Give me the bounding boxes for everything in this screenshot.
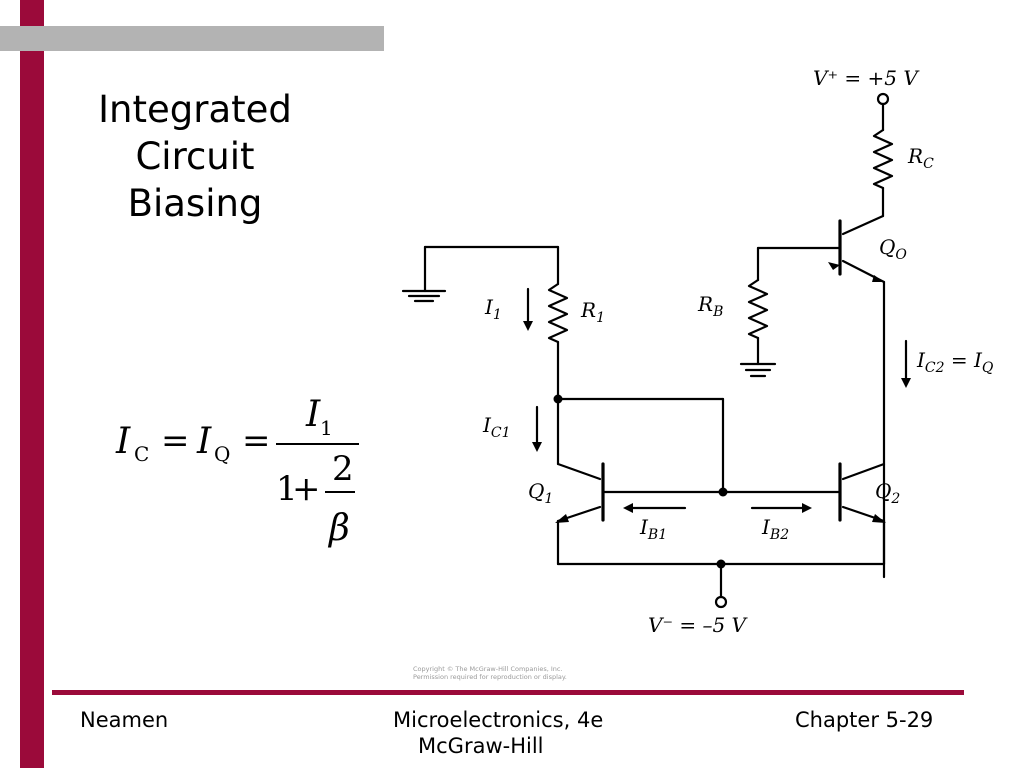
footer-chapter: Chapter 5-29 xyxy=(795,708,934,732)
rb-label: RB xyxy=(697,292,723,320)
qo-emitter-arrowhead xyxy=(828,262,840,270)
formula-i1-sub: 1 xyxy=(320,416,333,440)
ic1-arrowhead xyxy=(532,442,542,452)
rc-resistor xyxy=(872,128,894,190)
footer-book-title: Microelectronics, 4e xyxy=(393,708,604,732)
rc-label: RC xyxy=(907,144,934,172)
copyright-notice: Copyright © The McGraw-Hill Companies, I… xyxy=(413,665,673,681)
q2-collector xyxy=(841,462,886,481)
r1-label: R1 xyxy=(580,298,605,326)
r1-resistor xyxy=(547,282,569,344)
formula-equals-2: = xyxy=(242,421,271,461)
ib1-arrowhead xyxy=(623,503,633,513)
rb-resistor xyxy=(747,278,769,340)
vminus-label: V⁻ = –5 V xyxy=(648,613,749,637)
formula-iq-sub: Q xyxy=(214,442,230,466)
copyright-line-1: Copyright © The McGraw-Hill Companies, I… xyxy=(413,665,563,673)
ib2-arrowhead xyxy=(802,503,812,513)
formula-beta: β xyxy=(327,508,350,549)
formula-iq-symbol: I xyxy=(196,421,212,462)
q2-label: Q2 xyxy=(875,479,900,507)
footer-book: Microelectronics, 4e McGraw-Hill xyxy=(393,707,643,759)
title-line-3: Biasing xyxy=(127,182,263,225)
i1-arrowhead xyxy=(523,321,533,331)
top-gray-bar xyxy=(0,26,384,51)
i1-label: I1 xyxy=(484,295,502,323)
ic2-arrowhead xyxy=(901,378,911,388)
footer-author: Neamen xyxy=(80,708,169,732)
title-line-2: Circuit xyxy=(135,135,255,178)
footer-publisher: McGraw-Hill xyxy=(418,734,544,758)
ib2-label: IB2 xyxy=(761,515,789,543)
q1-emitter-arrow xyxy=(555,514,569,523)
q1-collector xyxy=(556,462,602,481)
q1-label: Q1 xyxy=(528,479,553,507)
qo-label: QO xyxy=(879,235,907,263)
junction-r1-q1 xyxy=(553,394,563,404)
formula-plus: + xyxy=(292,469,321,509)
title-line-1: Integrated xyxy=(98,88,292,131)
vminus-terminal xyxy=(714,595,728,609)
bias-current-formula: I C = I Q = I 1 1 + 2 β xyxy=(115,394,359,549)
formula-ic-sub: C xyxy=(134,442,149,466)
junction-emitters xyxy=(716,559,726,569)
junction-base-bus xyxy=(718,487,728,497)
formula-ic-symbol: I xyxy=(115,421,131,462)
circuit-schematic: V⁺ = +5 V RC QO RB I1 R1 IC1 IC2 = IQ Q1… xyxy=(401,66,994,637)
slide-title: Integrated Circuit Biasing xyxy=(70,86,320,227)
vplus-terminal xyxy=(876,92,890,106)
ic2-label: IC2 = IQ xyxy=(916,348,994,376)
q2-emitter-arrow xyxy=(872,514,886,523)
ib1-label: IB1 xyxy=(639,515,667,543)
formula-equals-1: = xyxy=(161,421,190,461)
qo-collector xyxy=(841,214,885,236)
copyright-line-2: Permission required for reproduction or … xyxy=(413,673,567,681)
formula-denominator-one: 1 xyxy=(276,469,298,509)
formula-inner-numerator: 2 xyxy=(332,449,354,489)
formula-i1-symbol: I xyxy=(305,394,321,435)
vplus-label: V⁺ = +5 V xyxy=(813,66,920,90)
left-accent-bar xyxy=(20,0,44,768)
footer-divider xyxy=(52,690,964,695)
ic1-label: IC1 xyxy=(482,413,511,441)
qo-emitter-arrow xyxy=(872,275,884,282)
